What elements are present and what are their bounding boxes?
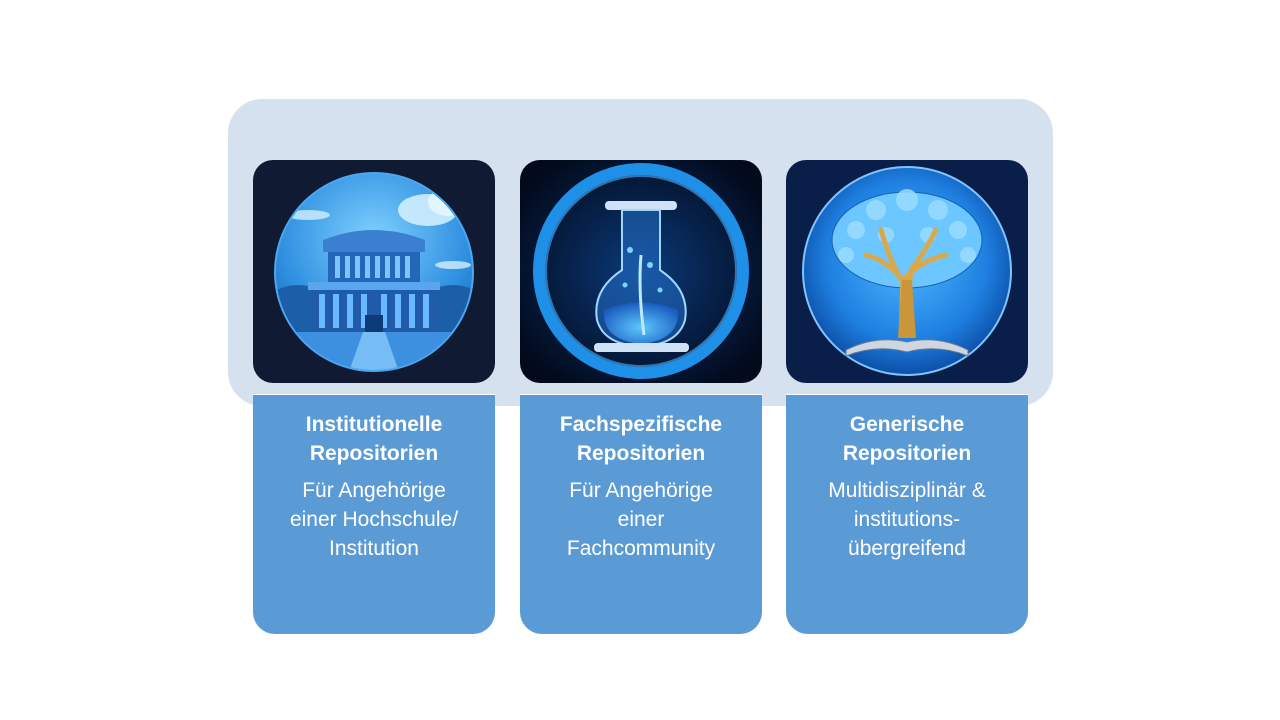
card-discipline-specific: Fachspezifische Repositorien Für Angehör… <box>520 394 762 634</box>
card-title: Fachspezifische Repositorien <box>559 413 723 465</box>
card-generic: Generische Repositorien Multidisziplinär… <box>786 394 1028 634</box>
card-description: Für Angehörige einer Hochschule/ Institu… <box>289 479 459 560</box>
lab-flask-icon <box>520 160 762 383</box>
card-institutional: Institutionelle Repositorien Für Angehör… <box>253 394 495 634</box>
card-description: Für Angehörige einer Fachcommunity <box>566 479 716 560</box>
university-building-icon <box>253 160 495 383</box>
card-description: Multidisziplinär & institutions- übergre… <box>828 479 986 560</box>
card-title: Institutionelle Repositorien <box>305 413 443 465</box>
card-title: Generische Repositorien <box>842 413 972 465</box>
tree-on-book-icon <box>786 160 1028 383</box>
